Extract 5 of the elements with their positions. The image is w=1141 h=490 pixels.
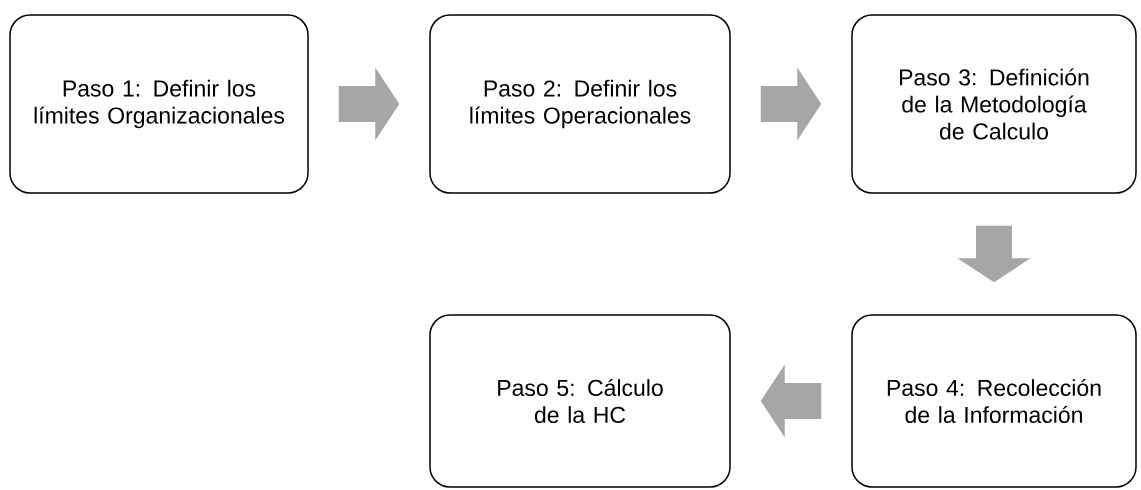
process-box: Paso 4: Recolección de la Información (851, 314, 1137, 488)
process-box: Paso 5: Cálculo de la HC (429, 314, 731, 488)
process-box: Paso 1: Definir los límites Organizacionales (9, 14, 309, 194)
process-box: Paso 2: Definir los límites Operacionales (429, 14, 731, 194)
process-box: Paso 3: Definición de la Metodología de Calculo (851, 14, 1137, 194)
